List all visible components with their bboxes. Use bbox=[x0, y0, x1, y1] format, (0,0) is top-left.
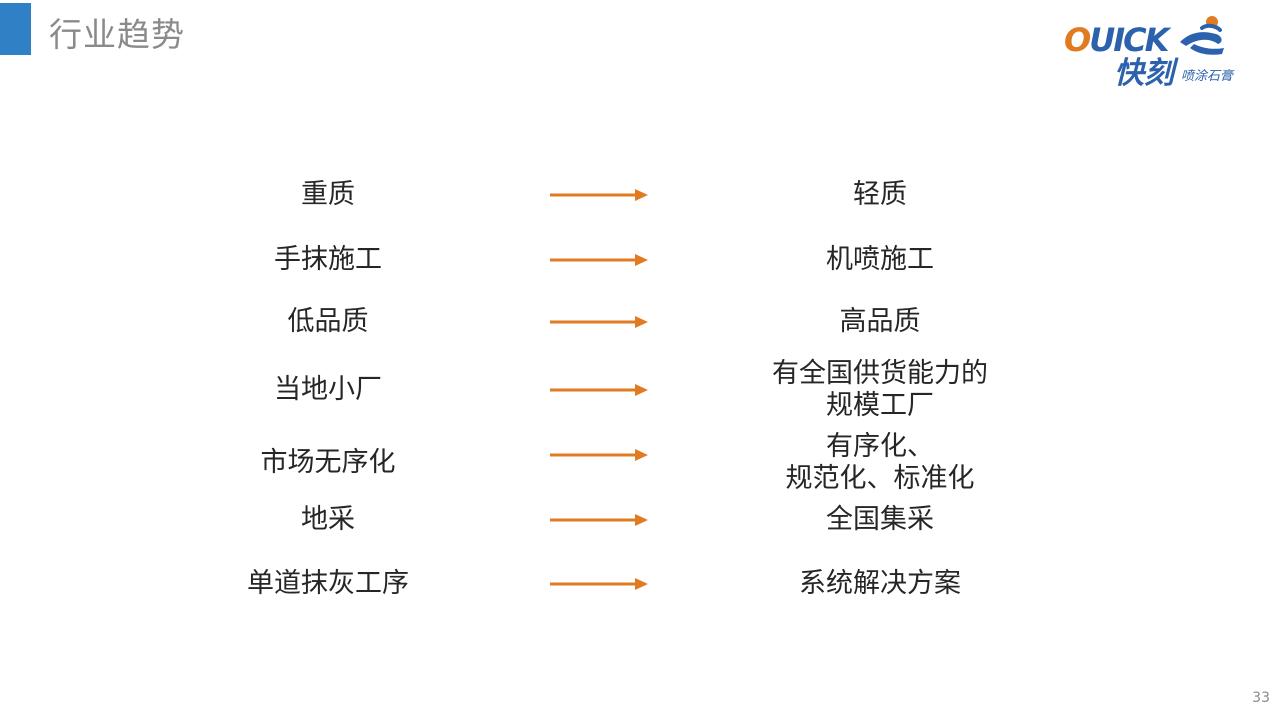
trend-row: 当地小厂 有全国供货能力的 规模工厂 bbox=[0, 355, 1280, 425]
trend-from: 单道抹灰工序 bbox=[247, 568, 409, 599]
trend-row: 重质 轻质 bbox=[0, 160, 1280, 230]
page-title: 行业趋势 bbox=[49, 15, 185, 54]
trend-row: 单道抹灰工序 系统解决方案 bbox=[0, 549, 1280, 619]
right-arrow-icon bbox=[550, 514, 648, 526]
logo-wordmark-o: O bbox=[1064, 21, 1091, 59]
right-arrow-icon bbox=[550, 384, 648, 396]
trend-to-text: 有全国供货能力的 规模工厂 bbox=[772, 358, 988, 421]
page-number: 33 bbox=[1252, 690, 1270, 706]
logo-wordmark: OUICK bbox=[1064, 20, 1169, 60]
trend-from: 当地小厂 bbox=[274, 374, 382, 405]
trend-to: 系统解决方案 bbox=[700, 549, 1060, 619]
quick-logo: OUICK 快刻 喷涂石膏 bbox=[1060, 12, 1250, 98]
runner-icon bbox=[1180, 16, 1224, 55]
trend-from: 地采 bbox=[301, 504, 355, 535]
trend-to-text: 有序化、 规范化、标准化 bbox=[785, 431, 975, 494]
right-arrow-icon bbox=[550, 449, 648, 461]
trend-to: 有序化、 规范化、标准化 bbox=[700, 428, 1060, 498]
logo-subtitle: 喷涂石膏 bbox=[1181, 69, 1234, 84]
title-accent-bar bbox=[0, 3, 31, 55]
right-arrow-icon bbox=[550, 254, 648, 266]
trend-to-text: 系统解决方案 bbox=[799, 568, 961, 599]
trend-from: 市场无序化 bbox=[260, 447, 396, 478]
trend-to: 高品质 bbox=[700, 287, 1060, 357]
trend-to-text: 机喷施工 bbox=[826, 244, 934, 275]
trend-row: 低品质 高品质 bbox=[0, 287, 1280, 357]
trend-row: 市场无序化 有序化、 规范化、标准化 bbox=[0, 428, 1280, 498]
trend-from: 手抹施工 bbox=[274, 244, 382, 275]
trend-from: 重质 bbox=[301, 179, 355, 210]
right-arrow-icon bbox=[550, 578, 648, 590]
trend-to: 机喷施工 bbox=[700, 225, 1060, 295]
trend-to: 全国集采 bbox=[700, 485, 1060, 555]
trend-from: 低品质 bbox=[287, 306, 369, 337]
trend-to-text: 轻质 bbox=[853, 179, 907, 210]
right-arrow-icon bbox=[550, 316, 648, 328]
right-arrow-icon bbox=[550, 189, 648, 201]
trend-to-text: 全国集采 bbox=[826, 504, 934, 535]
logo-chinese-name: 快刻 bbox=[1114, 56, 1174, 91]
trend-to: 轻质 bbox=[700, 160, 1060, 230]
trend-to-text: 高品质 bbox=[839, 306, 921, 337]
trend-row: 手抹施工 机喷施工 bbox=[0, 225, 1280, 295]
trend-to: 有全国供货能力的 规模工厂 bbox=[700, 355, 1060, 425]
trend-row: 地采 全国集采 bbox=[0, 485, 1280, 555]
logo-wordmark-rest: UICK bbox=[1089, 21, 1169, 59]
